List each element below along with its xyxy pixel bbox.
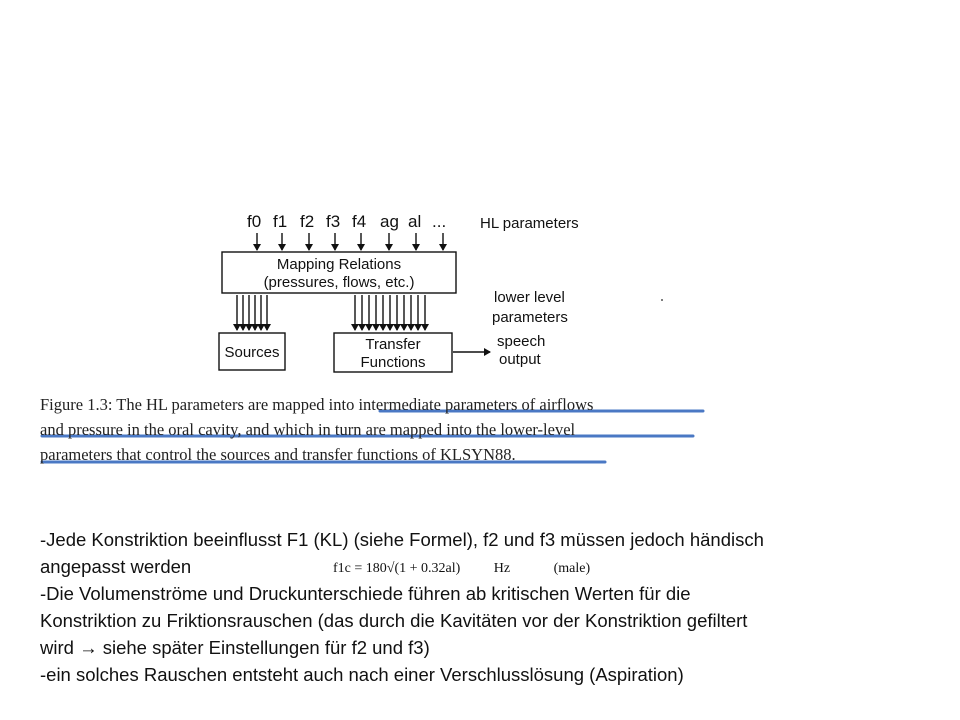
bullet-1-line-1: -Jede Konstriktion beeinflusst F1 (KL) (… <box>40 529 764 550</box>
formula-note: (male) <box>553 561 591 576</box>
transfer-functions-title: Transfer <box>365 336 420 353</box>
transfer-arrows <box>351 295 429 331</box>
formula: f1c = 180√(1 + 0.32al) Hz (male) <box>333 561 590 577</box>
param-more: ... <box>432 212 446 231</box>
lower-level-label-2: parameters <box>492 309 568 326</box>
hl-parameters-label: HL parameters <box>480 215 579 232</box>
param-f4: f4 <box>352 212 366 231</box>
param-arrows <box>253 233 447 251</box>
param-f0: f0 <box>247 212 261 231</box>
mapping-relations-title: Mapping Relations <box>277 256 401 273</box>
bullet-2-line-3-end: siehe später Einstellungen für f2 und f3… <box>97 637 430 658</box>
mapping-relations-subtitle: (pressures, flows, etc.) <box>264 274 415 291</box>
speech-output-label-2: output <box>499 351 542 368</box>
sources-label: Sources <box>224 344 279 361</box>
param-f2: f2 <box>300 212 314 231</box>
formula-unit: Hz <box>493 561 511 576</box>
bullet-2-line-3: wird → siehe später Einstellungen für f2… <box>40 634 920 661</box>
bullet-2-line-1: -Die Volumenströme und Druckunterschiede… <box>40 583 691 604</box>
sources-arrows <box>233 295 271 331</box>
sources-box <box>218 332 286 371</box>
formula-expression: f1c = 180√(1 + 0.32al) <box>333 561 461 576</box>
caption-underlines <box>40 409 705 464</box>
lower-level-label: lower level <box>494 289 565 306</box>
bullet-2-line-2: Konstriktion zu Friktionsrauschen (das d… <box>40 610 748 631</box>
speech-output-label: speech <box>497 333 545 350</box>
caption-line-2: and pressure in the oral cavity, and whi… <box>40 420 576 439</box>
param-f3: f3 <box>326 212 340 231</box>
caption-line-3: parameters that control the sources and … <box>40 445 516 464</box>
bullet-1-line-2: angepasst werden <box>40 556 192 577</box>
klsyn-diagram: f0 f1 f2 f3 f4 ag al ... HL parameters M… <box>40 212 705 464</box>
bullet-3: -ein solches Rauschen entsteht auch nach… <box>40 664 684 685</box>
bullet-2-line-3-start: wird <box>40 637 80 658</box>
caption-line-1: Figure 1.3: The HL parameters are mapped… <box>40 395 594 414</box>
transfer-functions-box <box>333 332 453 373</box>
transfer-functions-subtitle: Functions <box>360 354 425 371</box>
mapping-relations-box <box>221 251 457 294</box>
slide-body: -Jede Konstriktion beeinflusst F1 (KL) (… <box>40 526 920 688</box>
param-ag: ag <box>380 212 399 231</box>
param-al: al <box>408 212 421 231</box>
right-arrow-icon: → <box>79 637 98 658</box>
param-f1: f1 <box>273 212 287 231</box>
figure-caption: Figure 1.3: The HL parameters are mapped… <box>40 392 720 467</box>
